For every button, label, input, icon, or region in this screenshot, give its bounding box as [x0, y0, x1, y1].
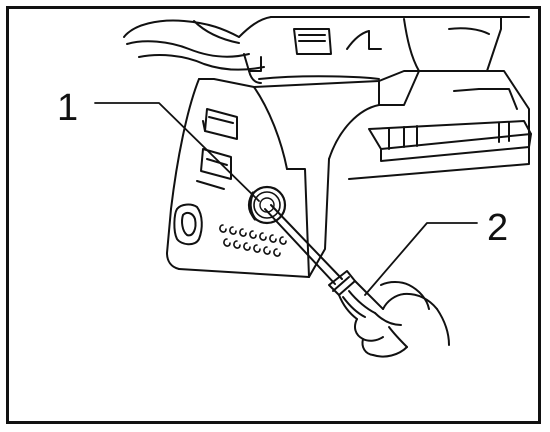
- rear-block: [348, 70, 532, 180]
- screwdriver: [264, 204, 384, 320]
- bottom-hand-drawing: [354, 281, 450, 358]
- callout-number-2: 2: [487, 207, 509, 249]
- tool-illustration: [94, 16, 532, 358]
- figure-frame: 1 2: [6, 6, 541, 424]
- leader-line-1: [94, 102, 260, 202]
- top-hand-drawing: [123, 16, 272, 84]
- grip-texture: [219, 224, 287, 257]
- callout-number-1: 1: [57, 87, 79, 129]
- vent-slots: [196, 108, 238, 190]
- latch-button: [173, 203, 203, 246]
- motor-housing: [166, 70, 420, 278]
- leader-lines: [94, 102, 478, 296]
- tool-upper-body: [258, 16, 530, 80]
- brush-holder-cap: [247, 185, 287, 225]
- leader-line-2: [364, 222, 478, 296]
